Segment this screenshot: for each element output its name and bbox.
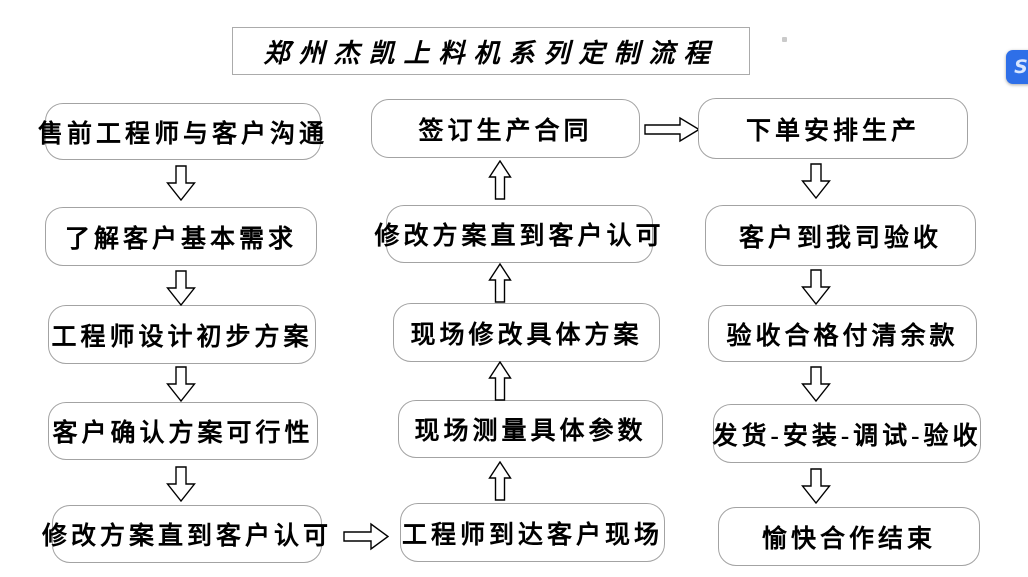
flow-box-engineer-arrives-site: 工程师到达客户现场 [400, 503, 665, 562]
flow-box-label: 签订生产合同 [418, 117, 593, 145]
arrow-down-icon [166, 366, 196, 402]
flow-box-label: 现场修改具体方案 [410, 321, 643, 349]
arrow-up-icon [488, 361, 512, 401]
arrow-down-icon [801, 269, 831, 305]
flow-box-label: 工程师到达客户现场 [401, 521, 663, 549]
flow-box-cooperation-end: 愉快合作结束 [718, 507, 980, 566]
flow-box-label: 了解客户基本需求 [64, 225, 297, 253]
speck-artifact [782, 37, 787, 42]
flow-box-measure-parameters: 现场测量具体参数 [398, 400, 663, 458]
flow-box-pay-balance: 验收合格付清余款 [708, 305, 977, 362]
arrow-down-icon [166, 270, 196, 306]
flow-box-label: 发货-安装-调试-验收 [712, 422, 982, 450]
flow-box-modify-onsite-plan: 现场修改具体方案 [393, 303, 660, 362]
arrow-down-icon [801, 366, 831, 402]
arrow-down-icon [801, 468, 831, 504]
flow-box-place-order-production: 下单安排生产 [698, 98, 968, 159]
flow-box-confirm-feasibility: 客户确认方案可行性 [48, 402, 318, 460]
flow-box-customer-acceptance-visit: 客户到我司验收 [705, 205, 976, 266]
flow-box-label: 客户到我司验收 [738, 224, 942, 252]
sider-s-icon[interactable]: S [1006, 50, 1028, 84]
flow-box-revise-until-approved-2: 修改方案直到客户认可 [375, 205, 661, 263]
arrow-right-icon [343, 521, 389, 552]
arrow-down-icon [801, 163, 831, 199]
badge-s-glyph: S [1014, 55, 1028, 78]
flow-box-label: 客户确认方案可行性 [52, 420, 314, 447]
arrow-up-icon [488, 160, 512, 200]
flow-box-ship-install-debug-accept: 发货-安装-调试-验收 [713, 404, 981, 463]
flow-box-design-preliminary-plan: 工程师设计初步方案 [48, 305, 316, 364]
flow-box-label: 修改方案直到客户认可 [374, 223, 665, 250]
flow-box-label: 修改方案直到客户认可 [42, 523, 333, 550]
flow-box-label: 愉快合作结束 [761, 525, 936, 553]
arrow-down-icon [166, 165, 196, 201]
title-box: 郑州杰凯上料机系列定制流程 [232, 27, 750, 75]
flow-box-label: 下单安排生产 [745, 117, 920, 145]
flow-box-revise-until-approved: 修改方案直到客户认可 [42, 505, 328, 563]
flow-box-label: 验收合格付清余款 [726, 322, 959, 350]
flow-box-presales-communication: 售前工程师与客户沟通 [38, 103, 324, 160]
flow-box-sign-contract: 签订生产合同 [371, 99, 640, 158]
arrow-up-icon [488, 263, 512, 303]
flow-box-label: 现场测量具体参数 [414, 418, 647, 445]
flow-box-label: 工程师设计初步方案 [51, 323, 313, 351]
arrow-up-icon [488, 461, 512, 501]
arrow-down-icon [166, 466, 196, 502]
page-title: 郑州杰凯上料机系列定制流程 [263, 38, 719, 68]
arrow-right-icon [644, 116, 700, 143]
flow-box-label: 售前工程师与客户沟通 [38, 120, 329, 148]
flow-box-understand-needs: 了解客户基本需求 [45, 207, 317, 266]
